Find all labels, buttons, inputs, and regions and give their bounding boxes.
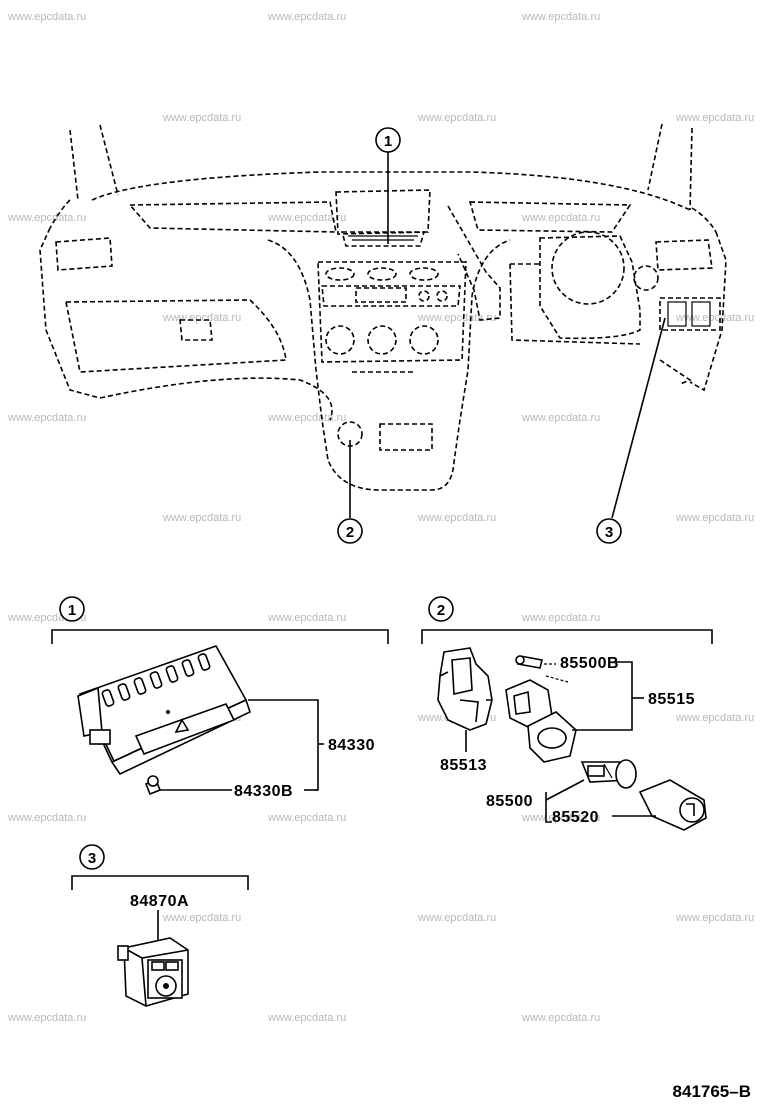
callout-1-overview: 1 [375,127,401,153]
svg-text:3: 3 [605,524,613,541]
watermark: www.epcdata.ru [267,11,346,23]
part-label-85500: 85500 [486,793,533,810]
watermark: www.epcdata.ru [7,812,86,824]
callout-2-overview: 2 [337,518,363,544]
figure-id: 841765–B [673,1082,751,1101]
watermark: www.epcdata.ru [417,112,496,124]
watermark: www.epcdata.ru [7,412,86,424]
watermark: www.epcdata.ru [267,612,346,624]
watermark: www.epcdata.ru [521,612,600,624]
part-label-85520: 85520 [552,809,599,826]
bulb-85500b-illustration [515,655,543,669]
watermark: www.epcdata.ru [162,112,241,124]
watermark: www.epcdata.ru [267,1012,346,1024]
watermark: www.epcdata.ru [7,1012,86,1024]
watermark: www.epcdata.ru [521,812,600,824]
watermarks: www.epcdata.ru www.epcdata.ru www.epcdat… [7,11,754,1024]
socket-housing-illustration [505,679,577,763]
part-label-84870a: 84870A [130,893,189,910]
detail-2: 2 85513 85500B 85515 [421,596,713,831]
watermark: www.epcdata.ru [521,412,600,424]
watermark: www.epcdata.ru [162,312,241,324]
socket-cup-illustration [638,779,707,831]
watermark: www.epcdata.ru [675,312,754,324]
watermark: www.epcdata.ru [417,512,496,524]
part-label-85515: 85515 [648,691,695,708]
watermark: www.epcdata.ru [417,312,496,324]
watermark: www.epcdata.ru [675,512,754,524]
watermark: www.epcdata.ru [675,112,754,124]
bulb-84330b-illustration [144,775,162,796]
svg-text:1: 1 [384,133,392,150]
part-label-84330b: 84330B [234,783,293,800]
hazard-switch-illustration [77,645,251,776]
dashboard-illustration [39,123,727,491]
mirror-switch-illustration [117,937,189,1007]
watermark: www.epcdata.ru [521,1012,600,1024]
retainer-85513-illustration [437,647,493,731]
watermark: www.epcdata.ru [417,912,496,924]
watermark: www.epcdata.ru [675,712,754,724]
callout-3-overview: 3 [596,518,622,544]
callout-2-detail: 2 [437,602,445,619]
watermark: www.epcdata.ru [162,512,241,524]
watermark: www.epcdata.ru [521,212,600,224]
detail-3: 3 84870A [71,844,249,1007]
lighter-plug-illustration [580,759,637,789]
watermark: www.epcdata.ru [7,212,86,224]
callout-1-detail: 1 [68,602,76,619]
svg-text:2: 2 [346,524,354,541]
callout-3-detail: 3 [88,850,96,867]
watermark: www.epcdata.ru [267,212,346,224]
part-label-85500b: 85500B [560,655,619,672]
watermark: www.epcdata.ru [267,412,346,424]
watermark: www.epcdata.ru [7,11,86,23]
watermark: www.epcdata.ru [675,912,754,924]
watermark: www.epcdata.ru [521,11,600,23]
part-label-84330: 84330 [328,737,375,754]
detail-1: 1 [51,596,389,800]
watermark: www.epcdata.ru [267,812,346,824]
watermark: www.epcdata.ru [162,912,241,924]
part-label-85513: 85513 [440,757,487,774]
